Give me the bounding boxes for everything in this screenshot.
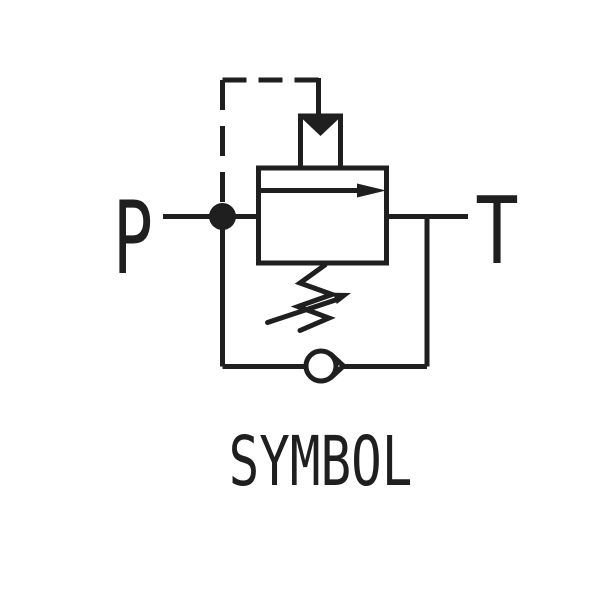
pilot-actuator-arrow-down-icon — [302, 118, 339, 136]
adjustable-spring-icon — [265, 262, 351, 333]
schematic-caption: SYMBOL — [229, 422, 413, 502]
bypass-loop-icon — [220, 216, 430, 369]
valve-body-icon — [256, 165, 389, 266]
spring-zigzag — [290, 262, 340, 333]
valve-body-rect — [256, 165, 389, 266]
tank-port-label: T — [475, 177, 519, 285]
pilot-control-line-icon — [220, 77, 321, 203]
adjust-arrow-head-icon — [333, 292, 351, 304]
pressure-port-label: P — [113, 181, 153, 298]
adjust-arrow-shaft — [265, 297, 340, 325]
check-valve-ball — [303, 348, 339, 384]
pilot-actuator-icon — [298, 113, 343, 171]
check-valve-icon — [303, 348, 346, 384]
flow-arrow-head-icon — [357, 183, 386, 198]
check-valve-seat — [328, 352, 346, 380]
